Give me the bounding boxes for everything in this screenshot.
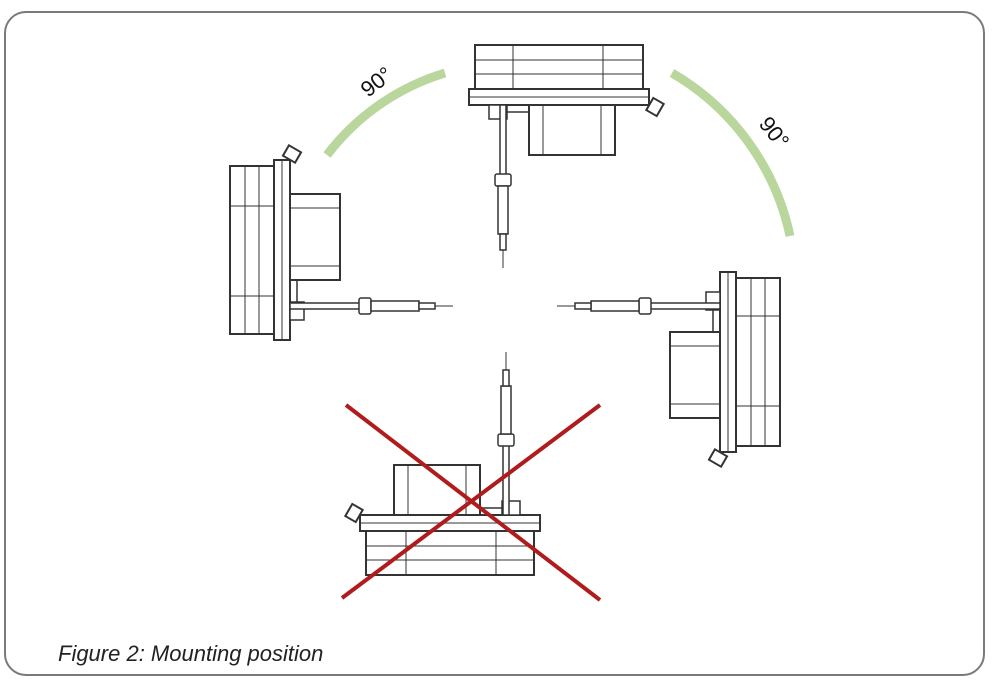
rotation-arc-right (669, 69, 795, 237)
angle-label-right: 90° (754, 112, 794, 154)
figure-caption: Figure 2: Mounting position (58, 641, 324, 666)
forbidden-cross-icon (340, 403, 602, 602)
actuator-top-position (468, 44, 665, 269)
actuator-bottom-position (344, 351, 541, 576)
rotation-arc-left (323, 68, 447, 158)
actuator-right-position (556, 271, 781, 468)
actuator-left-position (229, 144, 454, 341)
